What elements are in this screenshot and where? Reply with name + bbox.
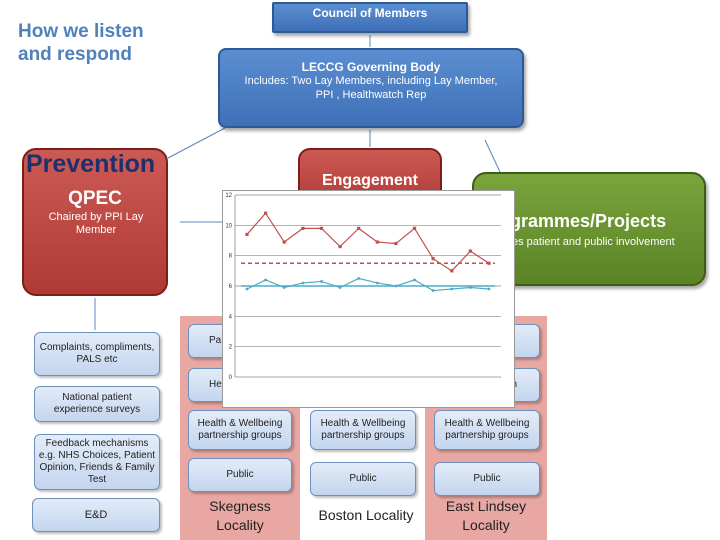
- council-label: Council of Members: [312, 6, 428, 20]
- data-point: [487, 261, 491, 265]
- surveys-box: National patient experience surveys: [34, 386, 160, 422]
- feedback-box: Feedback mechanisms e.g. NHS Choices, Pa…: [34, 434, 160, 490]
- engagement-label: Engagement: [321, 172, 418, 189]
- data-point: [338, 244, 342, 249]
- prevention-label: Prevention: [26, 150, 156, 178]
- data-point: [301, 281, 305, 285]
- y-tick-label: 4: [229, 314, 233, 320]
- qpec-title: QPEC: [68, 188, 122, 209]
- complaints-box: Complaints, compliments, PALS etc: [34, 332, 160, 376]
- data-point: [487, 287, 491, 291]
- data-point: [412, 226, 417, 230]
- y-tick-label: 0: [229, 375, 233, 381]
- data-point: [282, 240, 286, 244]
- y-tick-label: 6: [229, 284, 233, 290]
- east-lindsey-wellbeing-box: Health & Wellbeing partnership groups: [434, 410, 540, 450]
- chart-svg: 0 2 4 6 8 10 12: [225, 193, 501, 381]
- data-point: [413, 278, 416, 282]
- skegness-public-box: Public: [188, 458, 292, 492]
- data-point: [468, 286, 472, 289]
- data-point: [431, 257, 435, 261]
- data-point: [264, 278, 268, 282]
- boston-public-box: Public: [310, 462, 416, 496]
- data-point: [431, 289, 435, 292]
- data-point: [375, 240, 379, 244]
- skegness-wellbeing-box: Health & Wellbeing partnership groups: [188, 410, 292, 450]
- y-tick-label: 12: [225, 193, 232, 199]
- qpec-subtitle: Chaired by PPI Lay Member: [48, 211, 144, 236]
- page-title: How we listen and respond: [18, 21, 144, 65]
- data-point: [450, 287, 454, 291]
- data-point: [375, 281, 379, 285]
- governing-body-title: LECCG Governing Body: [301, 60, 441, 74]
- boston-locality-label: Boston Locality: [318, 507, 414, 523]
- programmes-title: grammes/Projects: [510, 211, 667, 231]
- data-point: [301, 226, 305, 230]
- line-chart: 0 2 4 6 8 10 12: [222, 190, 515, 408]
- data-point: [394, 284, 398, 288]
- y-tick-label: 8: [229, 254, 233, 260]
- data-point: [282, 286, 286, 289]
- y-tick-label: 2: [229, 345, 233, 351]
- data-point: [394, 241, 398, 246]
- governing-body-box: LECCG Governing Body Includes: Two Lay M…: [218, 48, 524, 128]
- council-of-members-box: Council of Members: [272, 2, 468, 33]
- series-line-1: [246, 277, 490, 292]
- east-lindsey-public-box: Public: [434, 462, 540, 496]
- data-point: [357, 277, 361, 280]
- series-line-0: [246, 212, 490, 272]
- equality-diversity-box: E&D: [32, 498, 160, 532]
- governing-body-line2: PPI , Healthwatch Rep: [315, 89, 427, 101]
- east-lindsey-locality-label: East Lindsey Locality: [445, 498, 527, 533]
- qpec-box: [22, 148, 168, 296]
- data-point: [338, 286, 342, 289]
- data-point: [264, 211, 268, 215]
- boston-wellbeing-box: Health & Wellbeing partnership groups: [310, 410, 416, 450]
- data-point: [245, 232, 249, 237]
- data-point: [357, 226, 361, 230]
- data-point: [320, 280, 323, 283]
- data-point: [468, 249, 472, 253]
- governing-body-line1: Includes: Two Lay Members, including Lay…: [244, 75, 498, 87]
- y-tick-label: 10: [225, 223, 232, 229]
- skegness-locality-label: Skegness Locality: [209, 498, 271, 533]
- data-point: [450, 269, 454, 273]
- programmes-subtitle: es patient and public involvement: [512, 236, 675, 248]
- data-point: [319, 226, 324, 230]
- data-point: [245, 287, 249, 291]
